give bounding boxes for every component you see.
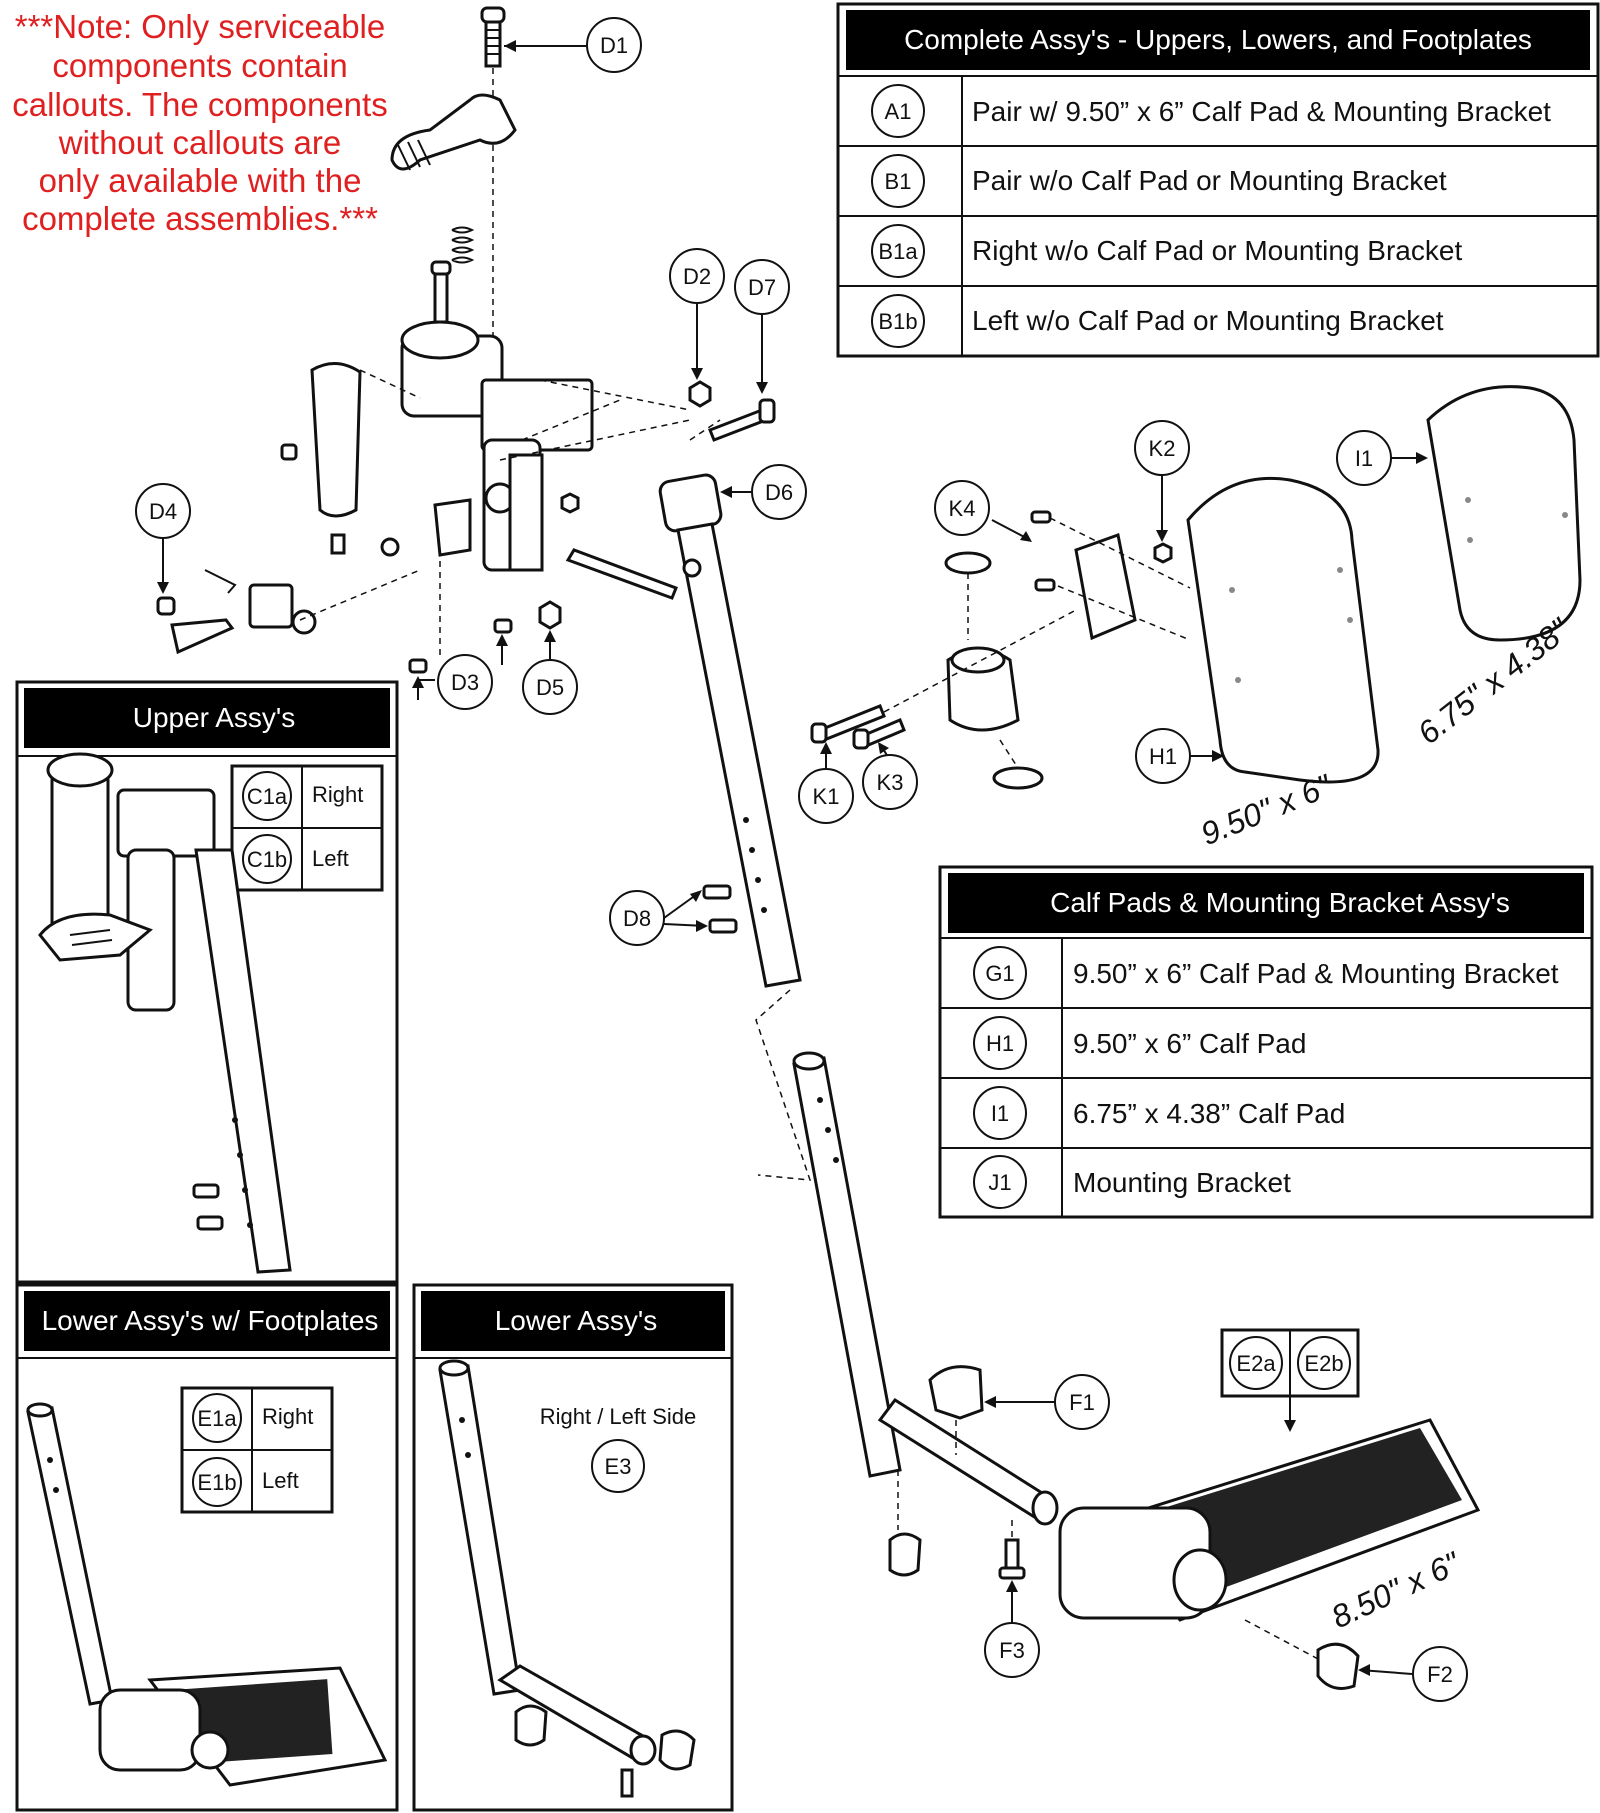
callout-d6: D6 [765, 480, 793, 505]
note-line-5: only available with the [39, 162, 362, 199]
lower-fp-right-label: Right [262, 1404, 313, 1429]
calf-table-title: Calf Pads & Mounting Bracket Assy's [1050, 887, 1510, 918]
row-g1-label: 9.50” x 6” Calf Pad & Mounting Bracket [1073, 958, 1559, 989]
calf-pads-table: Calf Pads & Mounting Bracket Assy's G1 9… [938, 865, 1594, 1219]
callout-f1: F1 [1069, 1390, 1095, 1415]
callout-b1a: B1a [878, 239, 918, 264]
callout-k1: K1 [813, 784, 840, 809]
complete-row-b1a: B1a Right w/o Calf Pad or Mounting Brack… [871, 224, 1462, 278]
complete-table-title: Complete Assy's - Uppers, Lowers, and Fo… [904, 24, 1532, 55]
lower-panel-title: Lower Assy's [495, 1305, 658, 1336]
callout-e1b: E1b [197, 1470, 236, 1495]
lower-footplate-title: Lower Assy's w/ Footplates [42, 1305, 379, 1336]
upper-assy-panel: Upper Assy's C1a Right C1b Left [15, 680, 399, 1284]
row-h1-label: 9.50” x 6” Calf Pad [1073, 1028, 1306, 1059]
exploded-calf-pad [810, 385, 1582, 790]
upper-right-label: Right [312, 782, 363, 807]
complete-row-a1: A1 Pair w/ 9.50” x 6” Calf Pad & Mountin… [871, 84, 1551, 138]
calf-row-i1: I1 6.75” x 4.38” Calf Pad [973, 1086, 1345, 1140]
callout-d7: D7 [748, 275, 776, 300]
calf-row-j1: J1 Mounting Bracket [973, 1155, 1291, 1209]
callout-d1: D1 [600, 33, 628, 58]
callout-d4: D4 [149, 499, 177, 524]
callout-c1b: C1b [247, 847, 287, 872]
lower-footplate-panel: Lower Assy's w/ Footplates E1a Right E1b… [15, 1283, 399, 1812]
callout-h1-table: H1 [986, 1031, 1014, 1056]
service-note: ***Note: Only serviceable components con… [12, 8, 387, 237]
calf-row-g1: G1 9.50” x 6” Calf Pad & Mounting Bracke… [973, 946, 1559, 1000]
note-line-4: without callouts are [58, 124, 341, 161]
callout-f3: F3 [999, 1638, 1025, 1663]
callout-c1a: C1a [247, 784, 288, 809]
row-b1a-label: Right w/o Calf Pad or Mounting Bracket [972, 235, 1462, 266]
row-i1-label: 6.75” x 4.38” Calf Pad [1073, 1098, 1345, 1129]
row-a1-label: Pair w/ 9.50” x 6” Calf Pad & Mounting B… [972, 96, 1551, 127]
callout-e1a: E1a [197, 1406, 237, 1431]
callout-f2: F2 [1427, 1662, 1453, 1687]
callout-b1: B1 [885, 169, 912, 194]
callout-bubbles: D1 D2 D7 D4 D6 D3 D5 D8 K1 K3 K2 K4 I1 H… [135, 17, 1468, 1702]
callout-e2b: E2b [1304, 1351, 1343, 1376]
lower-tube-drawing [438, 1359, 696, 1798]
lower-side-label: Right / Left Side [540, 1404, 697, 1429]
callout-d2: D2 [683, 264, 711, 289]
callout-k2: K2 [1149, 436, 1176, 461]
complete-row-b1: B1 Pair w/o Calf Pad or Mounting Bracket [871, 154, 1447, 208]
callout-i1-table: I1 [991, 1101, 1009, 1126]
callout-e3: E3 [605, 1454, 632, 1479]
callout-g1: G1 [985, 961, 1014, 986]
callout-h1: H1 [1149, 744, 1177, 769]
upper-panel-title: Upper Assy's [133, 702, 296, 733]
complete-assy-table: Complete Assy's - Uppers, Lowers, and Fo… [836, 2, 1600, 358]
note-line-6: complete assemblies.*** [22, 200, 378, 237]
exploded-main-tube [565, 473, 1481, 1690]
row-j1-label: Mounting Bracket [1073, 1167, 1291, 1198]
dim-large-pad: 9.50" x 6" [1196, 767, 1338, 852]
note-line-3: callouts. The components [12, 86, 387, 123]
callout-k4: K4 [949, 496, 976, 521]
callout-j1: J1 [988, 1170, 1011, 1195]
lower-footplate-drawing [26, 1402, 388, 1787]
row-b1-label: Pair w/o Calf Pad or Mounting Bracket [972, 165, 1447, 196]
callout-d8: D8 [623, 906, 651, 931]
callout-a1: A1 [885, 99, 912, 124]
row-b1b-label: Left w/o Calf Pad or Mounting Bracket [972, 305, 1444, 336]
lower-fp-left-label: Left [262, 1468, 299, 1493]
exploded-upper-mechanism [156, 6, 776, 674]
callout-leaders [157, 40, 1428, 1676]
lower-assy-panel: Lower Assy's Right / Left Side E3 [412, 1283, 734, 1812]
calf-row-h1: H1 9.50” x 6” Calf Pad [973, 1016, 1306, 1070]
complete-table-header [846, 10, 1590, 70]
callout-i1: I1 [1355, 446, 1373, 471]
calf-table-header [948, 873, 1584, 933]
callout-d5: D5 [536, 675, 564, 700]
upper-left-label: Left [312, 846, 349, 871]
callout-e2a: E2a [1236, 1351, 1276, 1376]
upper-assembly-drawing [38, 752, 292, 1274]
note-line-1: ***Note: Only serviceable [15, 8, 386, 45]
callout-d3: D3 [451, 670, 479, 695]
complete-row-b1b: B1b Left w/o Calf Pad or Mounting Bracke… [871, 294, 1444, 348]
note-line-2: components contain [52, 47, 347, 84]
callout-b1b: B1b [878, 309, 917, 334]
callout-k3: K3 [877, 770, 904, 795]
